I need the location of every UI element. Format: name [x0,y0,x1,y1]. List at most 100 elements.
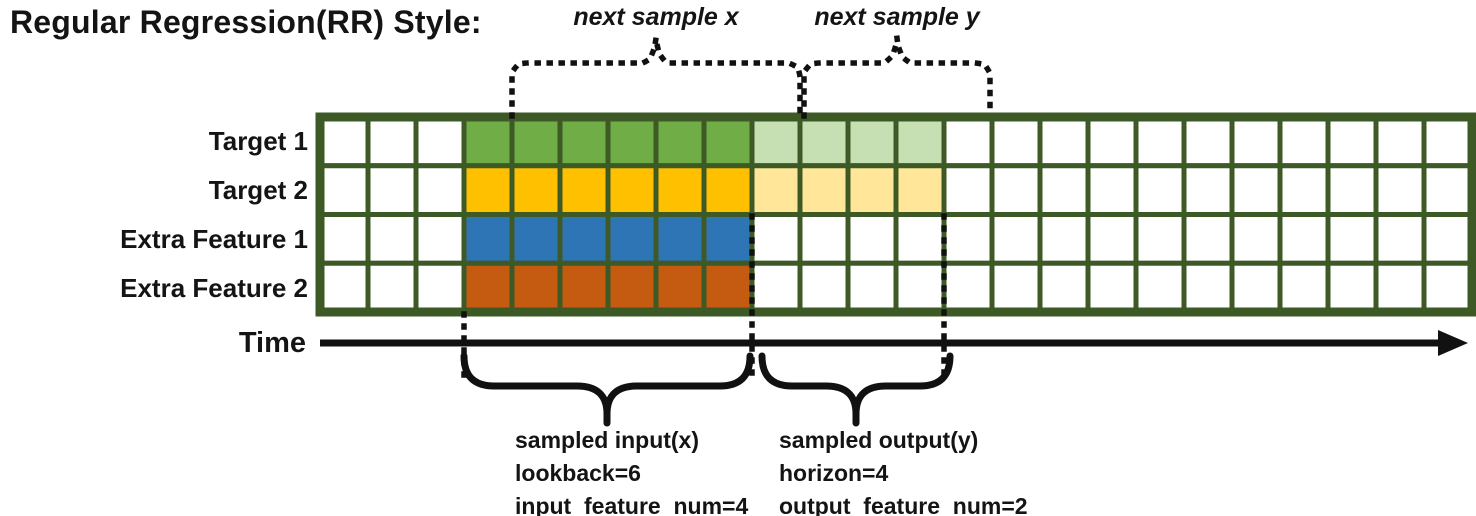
grid-cell [461,114,515,169]
grid-cell [653,212,707,266]
grid-cell [1421,163,1475,217]
grid-cell [1277,163,1331,217]
time-axis [320,330,1468,356]
grid-cell [749,212,803,266]
sampled-output-brace [758,352,954,427]
grid-cell [1325,260,1379,315]
grid-cell [1421,212,1475,266]
grid-cell [605,163,659,217]
grid-cell [941,114,995,169]
next-sample-x-brace [509,37,803,119]
grid-cell [509,260,563,315]
grid-cell [701,114,755,169]
grid-cell [605,114,659,169]
grid-cell [941,163,995,217]
grid-cell [317,260,371,315]
grid-cell [1373,260,1427,315]
grid-cell [797,163,851,217]
input-feature-num-value: input_feature_num=4 [515,493,749,516]
grid-cell [653,260,707,315]
grid-cell [365,260,419,315]
grid-cell [701,212,755,266]
grid-cell [365,114,419,169]
row-label-target-2: Target 2 [208,175,308,205]
next-sample-y-brace [801,37,993,119]
grid-cell [509,212,563,266]
grid-cell [1229,260,1283,315]
grid-cell [1325,114,1379,169]
grid-cell [1085,163,1139,217]
grid-cell [413,114,467,169]
sampled-input-annotation: sampled input(x) lookback=6 input_featur… [515,424,748,516]
grid-cell [1325,163,1379,217]
grid-cell [1181,114,1235,169]
next-sample-x-label: next sample x [573,3,739,31]
row-label-target-1: Target 1 [208,126,308,156]
grid-cell [989,212,1043,266]
grid-cell [557,163,611,217]
grid-cell [797,212,851,266]
grid-cell [1085,114,1139,169]
grid-cell [1037,163,1091,217]
grid-cell [413,163,467,217]
grid-cell [1277,212,1331,266]
sampled-input-title: sampled input(x) [515,427,700,453]
grid-cell [845,114,899,169]
grid-cell [749,260,803,315]
row-label-extra-feature-2: Extra Feature 2 [120,273,308,303]
grid-cell [845,260,899,315]
grid-cell [317,212,371,266]
grid-cell [317,163,371,217]
grid-cell [365,212,419,266]
grid-cell [461,163,515,217]
grid-cell [749,114,803,169]
row-label-extra-feature-1: Extra Feature 1 [120,224,308,254]
grid-cell [1133,212,1187,266]
grid-cell [1325,212,1379,266]
output-feature-num-value: output_feature_num=2 [779,493,1028,516]
grid-cell [1133,260,1187,315]
grid-outline [315,112,1476,317]
grid-cell [1373,114,1427,169]
horizon-value: horizon=4 [779,460,889,486]
grid-cell [557,260,611,315]
grid-cell [461,260,515,315]
grid-cell [1421,114,1475,169]
grid-cell [941,260,995,315]
grid-cell [557,212,611,266]
grid-cell [845,163,899,217]
grid-cell [1085,260,1139,315]
grid-cell [893,260,947,315]
grid-cell [1229,212,1283,266]
grid-cell [1229,163,1283,217]
grid-cell [1133,163,1187,217]
time-axis-label: Time [238,327,306,359]
grid-cell [1373,212,1427,266]
grid-cell [797,114,851,169]
grid-cell [365,163,419,217]
sampled-input-brace [460,352,754,427]
sampled-output-title: sampled output(y) [779,427,979,453]
diagram-title: Regular Regression(RR) Style: [10,4,482,40]
grid-cell [989,260,1043,315]
grid-cell [413,260,467,315]
sample-grid [317,114,1475,315]
grid-cell [845,212,899,266]
grid-cell [1037,212,1091,266]
next-sample-y-label: next sample y [814,3,980,31]
grid-cell [1133,114,1187,169]
grid-cell [1277,260,1331,315]
grid-cell [1037,260,1091,315]
grid-cell [1421,260,1475,315]
grid-cell [605,260,659,315]
grid-cell [557,114,611,169]
grid-cell [941,212,995,266]
time-axis-arrowhead [1438,330,1468,356]
grid-cell [797,260,851,315]
grid-cell [1037,114,1091,169]
sampled-output-annotation: sampled output(y) horizon=4 output_featu… [779,424,1028,516]
grid-cell [1181,260,1235,315]
grid-cell [317,114,371,169]
grid-cell [1085,212,1139,266]
